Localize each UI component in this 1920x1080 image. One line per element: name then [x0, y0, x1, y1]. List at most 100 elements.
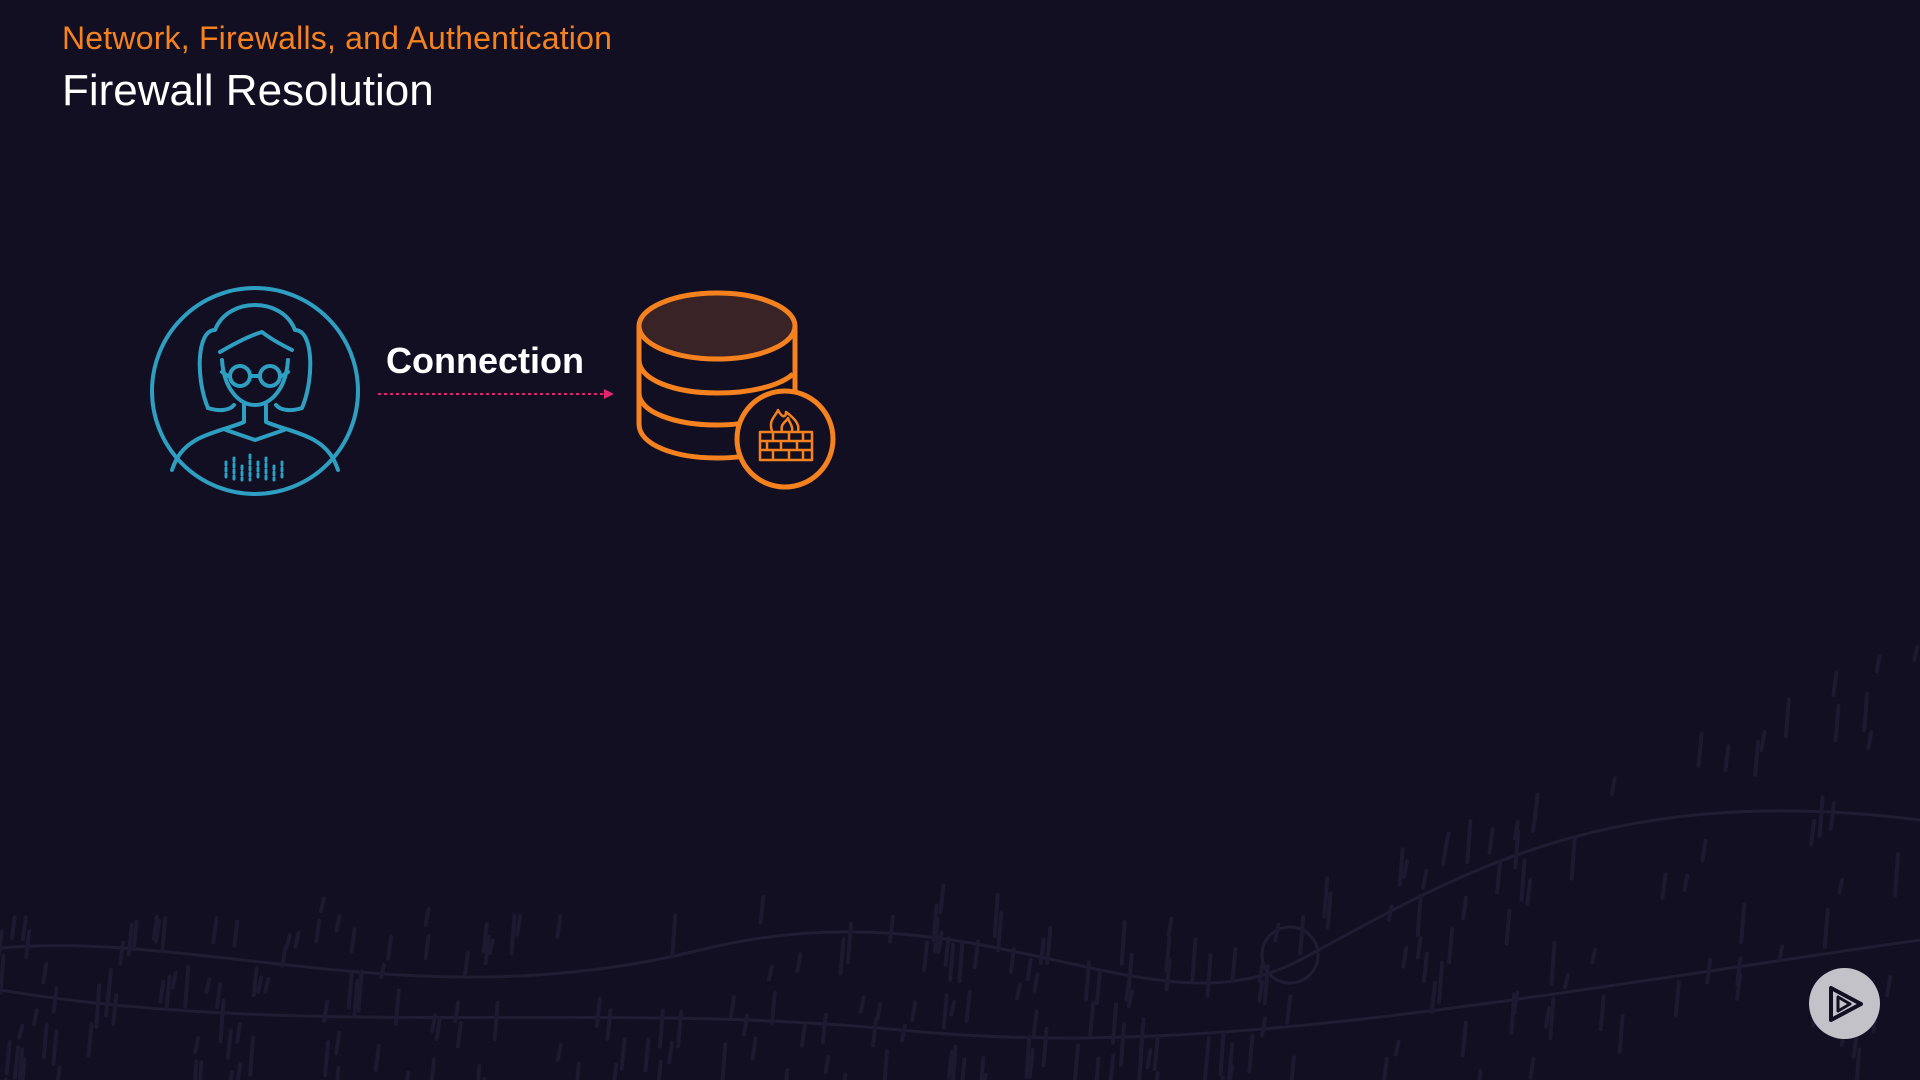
background-tick — [1504, 908, 1512, 946]
background-tick — [1885, 975, 1893, 998]
background-tick — [215, 981, 223, 1010]
background-tick — [1285, 994, 1293, 1025]
background-tick — [0, 953, 6, 995]
background-tick — [183, 964, 191, 1009]
background-tick — [453, 1000, 461, 1024]
background-tick — [1739, 902, 1747, 944]
background-tick — [1083, 960, 1091, 1002]
background-tick — [1723, 744, 1731, 773]
background-tick — [1862, 691, 1870, 733]
background-tick — [882, 1049, 889, 1080]
background-tick — [1041, 1026, 1049, 1068]
background-tick — [820, 1012, 828, 1045]
background-tick — [1126, 989, 1134, 1009]
background-tick — [943, 936, 951, 967]
background-tick — [1509, 992, 1517, 1035]
background-tick — [9, 915, 17, 941]
background-tick — [1513, 829, 1521, 870]
database-firewall-icon — [636, 290, 836, 490]
background-tick — [1487, 827, 1495, 855]
background-tick — [405, 1070, 411, 1080]
background-tick — [1609, 776, 1617, 797]
background-tick — [41, 962, 49, 985]
background-tick — [197, 1060, 204, 1080]
background-tick — [13, 1045, 20, 1080]
background-tick — [335, 1066, 341, 1080]
background-tick — [32, 1008, 39, 1027]
background-tick — [1205, 953, 1213, 998]
background-tick — [1837, 877, 1845, 895]
background-tick — [0, 929, 4, 958]
background-tick — [1190, 937, 1198, 982]
background-tick — [1382, 1056, 1389, 1080]
background-tick — [1532, 792, 1540, 823]
background-tick — [982, 1073, 988, 1080]
background-tick — [41, 1022, 49, 1060]
background-tick — [741, 1013, 749, 1037]
background-tick — [1912, 645, 1920, 662]
background-tick — [386, 934, 394, 961]
background-tick — [941, 993, 949, 1030]
background-tick — [1008, 947, 1016, 974]
background-tick — [1430, 980, 1437, 1014]
background-tick — [1673, 980, 1681, 1018]
background-tick — [1025, 958, 1033, 981]
background-tick — [1032, 972, 1040, 993]
background-tick — [784, 1068, 790, 1080]
background-tick — [1854, 1047, 1862, 1080]
background-tick — [1227, 1042, 1235, 1080]
background-tick — [318, 896, 326, 914]
background-tick — [111, 993, 119, 1026]
background-tick — [235, 1022, 242, 1044]
background-tick — [1735, 972, 1743, 1001]
background-tick — [151, 914, 159, 941]
background-tick — [670, 913, 678, 957]
background-tick — [888, 914, 895, 944]
background-tick — [858, 995, 866, 1014]
background-tick — [334, 1030, 342, 1056]
background-tick — [1415, 936, 1423, 960]
background-tick — [1273, 922, 1281, 943]
background-tick — [1094, 1056, 1101, 1080]
background-tick — [487, 938, 495, 956]
background-tick — [251, 966, 259, 997]
background-tick — [1809, 818, 1817, 847]
background-tick — [1119, 1022, 1126, 1067]
background-tick — [1525, 878, 1533, 906]
background-tick — [1145, 1048, 1153, 1070]
background-tick — [154, 918, 162, 944]
background-tick — [1777, 944, 1785, 963]
background-tick — [1447, 926, 1455, 965]
background-tick — [218, 998, 226, 1044]
background-tick — [1257, 962, 1265, 983]
background-tick — [17, 1047, 25, 1080]
background-tick — [1562, 973, 1570, 990]
background-tick — [1203, 1035, 1211, 1072]
background-tick — [1289, 1055, 1296, 1080]
background-tick — [314, 918, 322, 944]
background-tick — [656, 1059, 663, 1080]
background-tick — [1833, 703, 1841, 743]
background-tick — [1260, 1016, 1267, 1038]
background-tick — [1421, 869, 1429, 890]
background-tick — [949, 999, 957, 1017]
background-tick — [1705, 957, 1713, 985]
background-tick — [349, 927, 357, 954]
background-tick — [20, 915, 28, 942]
page-title: Firewall Resolution — [62, 66, 434, 115]
background-tick — [24, 929, 32, 960]
background-tick — [225, 1028, 233, 1060]
background-tick — [1460, 1020, 1468, 1058]
background-tick — [676, 1009, 684, 1049]
background-tick — [957, 939, 965, 983]
background-tick — [1828, 801, 1836, 831]
background-tick — [322, 999, 330, 1023]
background-tick — [248, 1035, 256, 1077]
background-tick — [284, 933, 292, 950]
background-tick — [483, 934, 491, 966]
background-tick — [964, 989, 972, 1023]
background-tick — [430, 1013, 438, 1033]
background-tick — [1465, 819, 1473, 864]
background-tick — [729, 995, 736, 1019]
